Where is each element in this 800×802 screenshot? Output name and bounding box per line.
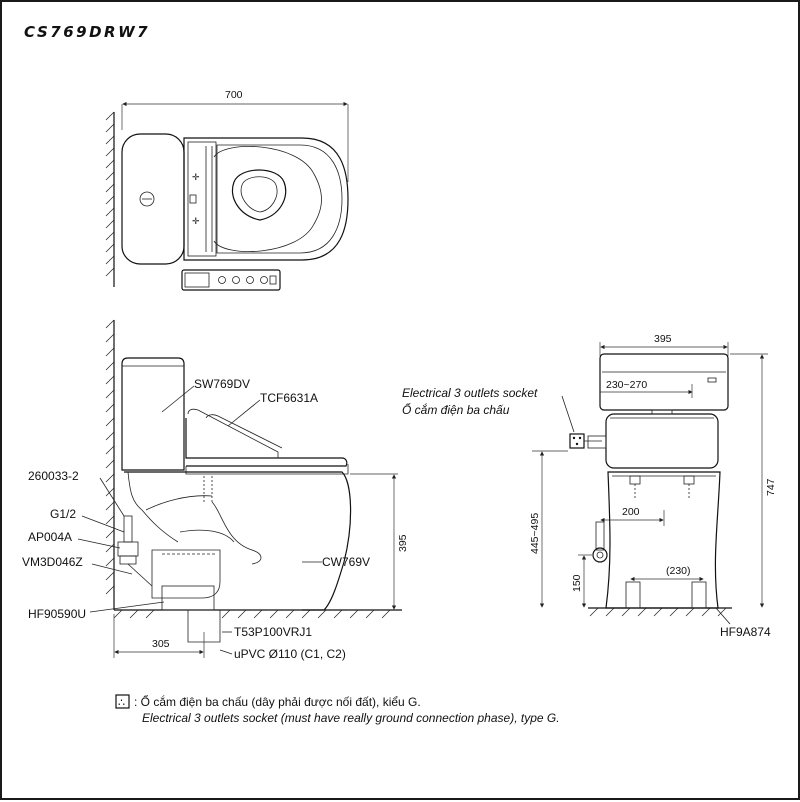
- svg-text:✛: ✛: [192, 216, 200, 226]
- label-bowl: CW769V: [322, 555, 370, 569]
- dim-socket-height: 445~495: [529, 513, 541, 554]
- label-front-fix: HF9A874: [720, 625, 771, 639]
- label-outlet: T53P100VRJ1: [234, 625, 312, 639]
- dim-inlet-width: 200: [622, 506, 640, 518]
- label-hose: VM3D046Z: [22, 555, 83, 569]
- model-title: CS769DRW7: [24, 23, 150, 41]
- note-en: Electrical 3 outlets socket (must have r…: [142, 711, 560, 725]
- note-symbol: ∴: [118, 697, 125, 709]
- label-pipe: uPVC Ø110 (C1, C2): [234, 647, 346, 661]
- label-seat: SW769DV: [194, 377, 250, 391]
- dim-side-height: 395: [397, 534, 409, 552]
- top-view: 700 ✛ ✛: [105, 89, 349, 291]
- label-cover: TCF6631A: [260, 391, 318, 405]
- side-view: 395 305 SW769DV TCF6631A 260033-2 G1/2 A…: [22, 319, 409, 661]
- dim-inlet-height: 150: [571, 574, 583, 592]
- label-socket-vi: Ổ cắm điện ba chấu: [402, 402, 510, 417]
- label-thread: G1/2: [50, 507, 76, 521]
- front-view: 395 230~270 Electrical 3 outlets socket: [402, 333, 777, 639]
- dim-front-width: 395: [654, 333, 672, 345]
- dim-total-height: 747: [765, 478, 777, 496]
- label-socket-en: Electrical 3 outlets socket: [402, 386, 538, 400]
- note-vi: : Ổ cắm điện ba chấu (dây phải được nối …: [134, 694, 421, 709]
- footnote: ∴ : Ổ cắm điện ba chấu (dây phải được nố…: [115, 694, 560, 725]
- dim-tank-range: 230~270: [606, 379, 647, 391]
- label-flange: HF90590U: [28, 607, 86, 621]
- label-fitting: 260033-2: [28, 469, 79, 483]
- socket-icon: [569, 433, 585, 449]
- dim-top-width: 700: [225, 89, 243, 101]
- svg-text:✛: ✛: [192, 172, 200, 182]
- remote-control-icon: [181, 269, 281, 291]
- dim-side-offset: 305: [152, 638, 170, 650]
- dim-outlet-width: (230): [666, 565, 691, 577]
- label-valve: AP004A: [28, 530, 72, 544]
